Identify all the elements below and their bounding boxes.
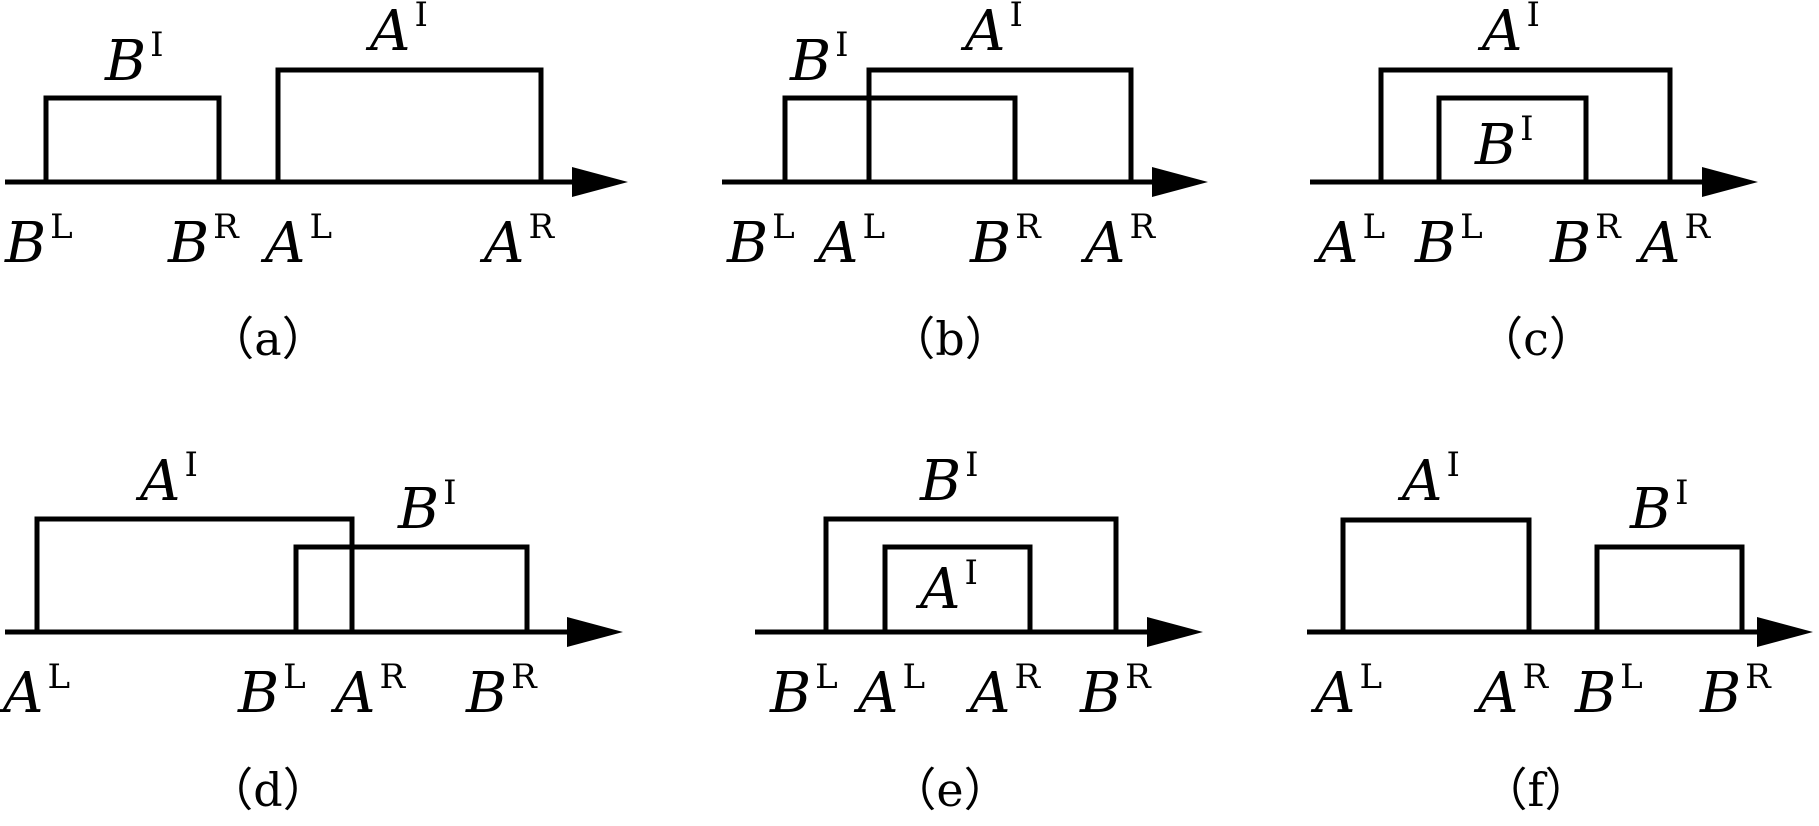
panel-caption: （a） [208, 312, 327, 366]
interval-b [823, 516, 1119, 632]
interval-a [275, 67, 544, 182]
interval-b [43, 95, 222, 182]
interval-a [34, 516, 355, 632]
panel-caption: （e） [890, 763, 1009, 817]
panel-caption: （b） [889, 312, 1010, 366]
axis-arrowhead [572, 167, 628, 197]
interval-a [866, 67, 1134, 182]
axis-arrowhead [1147, 617, 1203, 647]
panel-caption: （f） [1481, 763, 1590, 817]
axis-arrowhead [1757, 617, 1813, 647]
interval-b [782, 95, 1018, 182]
axis-arrowhead [567, 617, 623, 647]
panel-caption: （c） [1477, 312, 1595, 366]
interval-b [1594, 544, 1745, 632]
interval-b [293, 544, 530, 632]
interval-a [1340, 517, 1532, 632]
axis-arrowhead [1152, 167, 1208, 197]
interval-a [882, 544, 1033, 632]
interval-a [1378, 67, 1673, 182]
interval-b [1436, 95, 1589, 182]
panel-caption: （d） [207, 763, 328, 817]
axis-arrowhead [1702, 167, 1758, 197]
